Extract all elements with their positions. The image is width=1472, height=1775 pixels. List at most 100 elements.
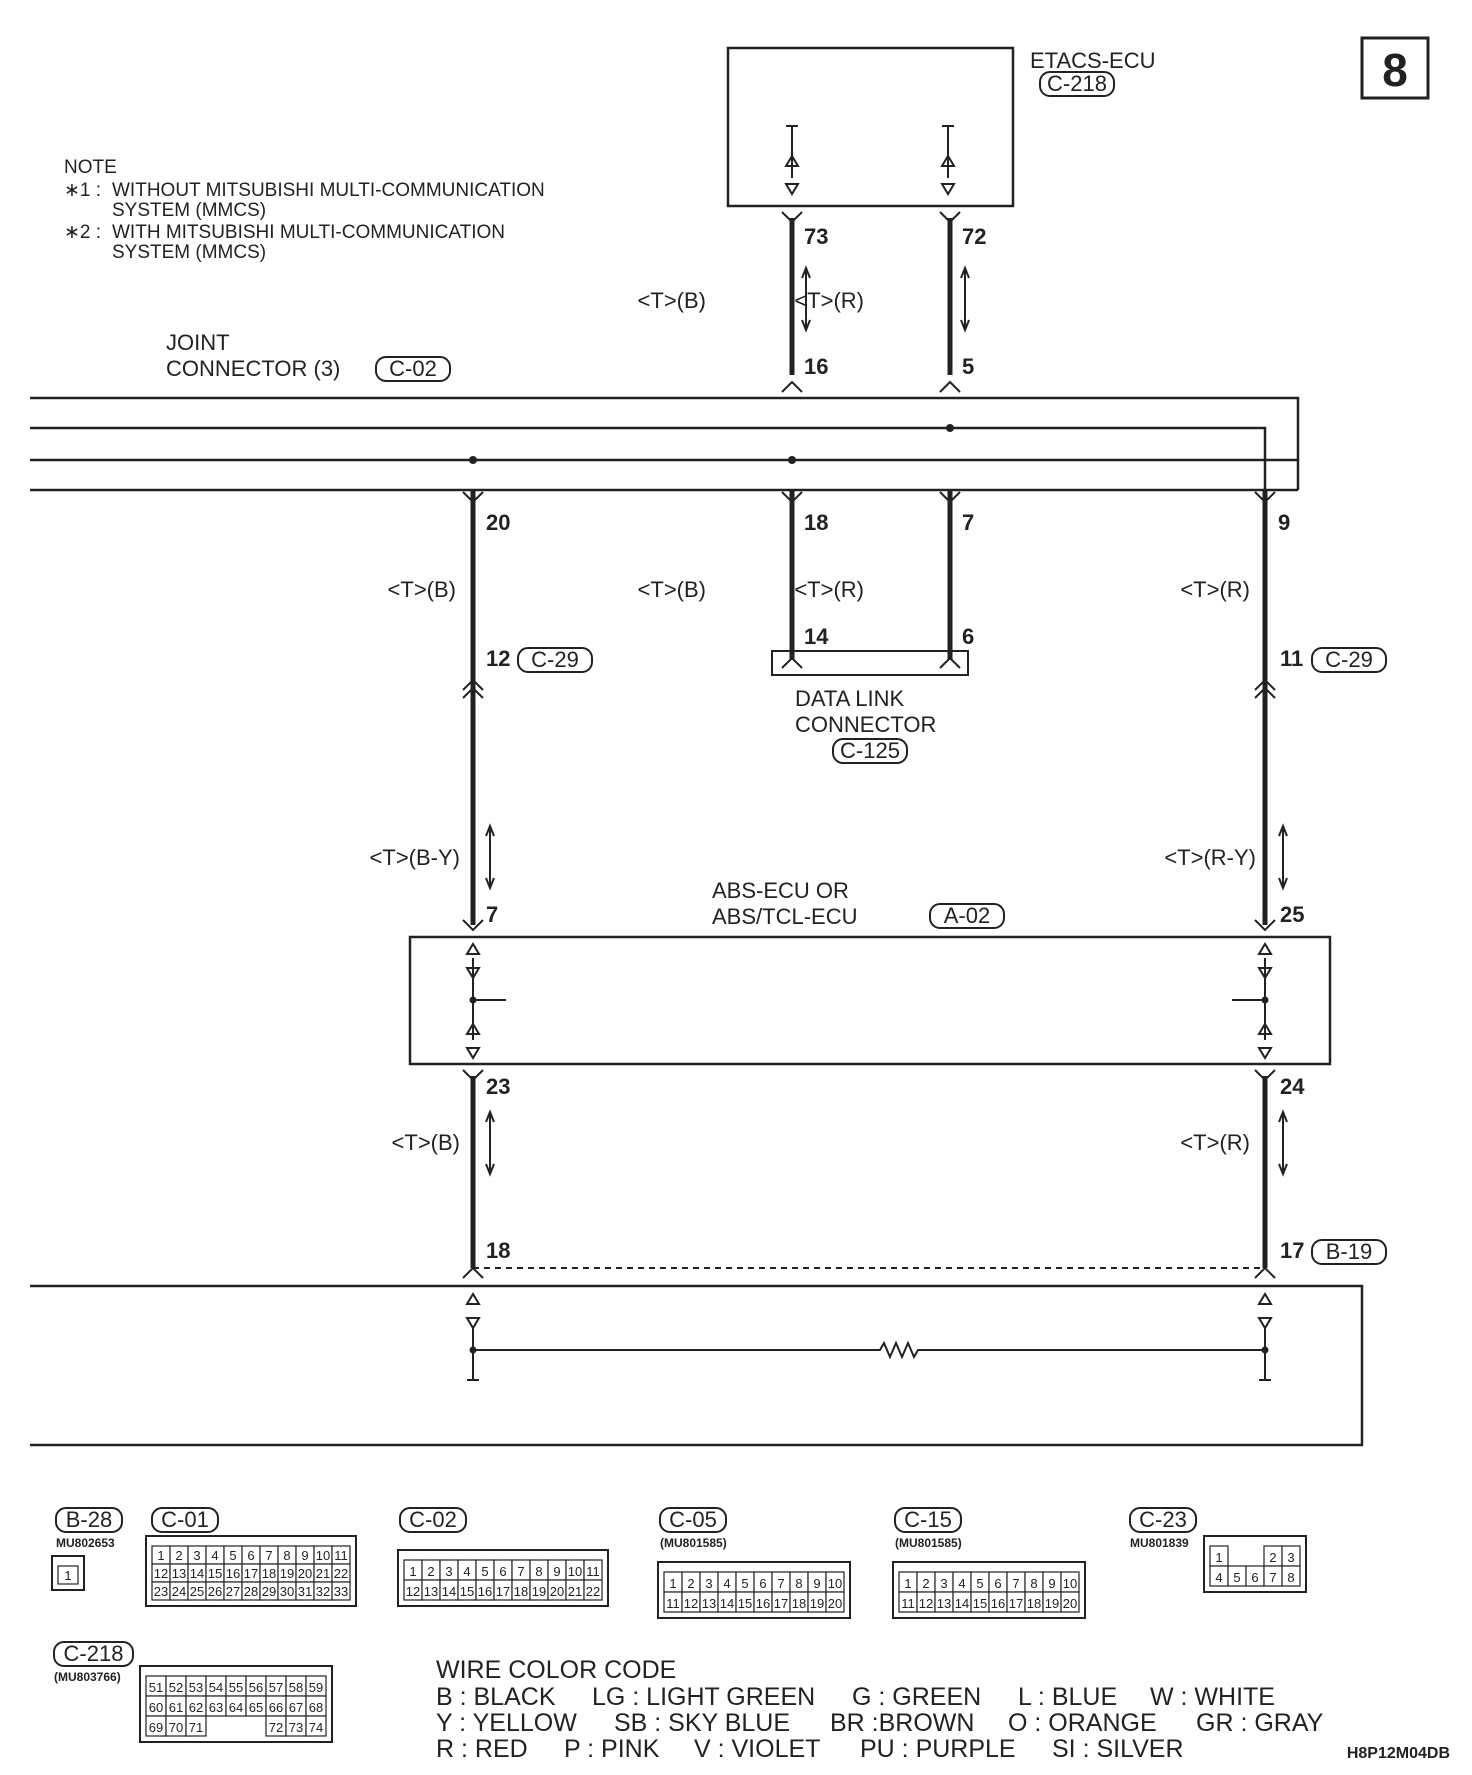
c29-right-frame [1311,647,1387,673]
signal-arrow-left-bottom [485,1109,495,1177]
wcc-0-0: B : BLACK [436,1683,556,1711]
connector-pin-number: 12 [684,1596,698,1611]
connector-pin-number: 5 [481,1564,488,1579]
joint-connector-label-1: JOINT [166,330,230,355]
c29-right-mark [1254,678,1276,699]
connector-pin-number: 15 [460,1584,474,1599]
note-block: NOTE ∗1 : WITHOUT MITSUBISHI MULTI-COMMU… [64,157,545,263]
bottom-component-box [30,1284,1364,1447]
connector-pin-number: 16 [991,1596,1005,1611]
abs-ecu-box [408,935,1332,1066]
joint-connector: JOINT CONNECTOR (3) C-02 [30,330,1300,504]
wire-color-dlc-left: <T>(B) [638,577,706,602]
connector-pin-number: 12 [154,1566,168,1581]
connector-pin-number: 61 [169,1700,183,1715]
connector-pin-number: 7 [517,1564,524,1579]
connector-pin-number: 15 [738,1596,752,1611]
bottom-component [30,1284,1364,1447]
connector-pin-number: 23 [154,1584,168,1599]
pin-73: 73 [804,224,828,249]
pin-11: 11 [1280,646,1303,671]
bottom-internal-lines [467,1328,1271,1381]
connector-pin-number: 4 [723,1576,730,1591]
connector-pin-number: 65 [249,1700,263,1715]
wcc-2-3: PU : PURPLE [860,1735,1016,1763]
connector-pin-number: 19 [280,1566,294,1581]
connector-pin-number: 7 [1269,1570,1276,1585]
connector-pin-number: 13 [937,1596,951,1611]
connector-part-number: MU801839 [1130,1536,1189,1550]
connector-pin-number: 3 [193,1548,200,1563]
connector-pin-number: 6 [994,1576,1001,1591]
connector-housing [397,1549,609,1607]
b19-ref: B-19 [1326,1239,1372,1264]
connector-pin-number: 1 [157,1548,164,1563]
abs-bottom-pin-marks [462,1069,1276,1082]
connector-ref-frame [894,1507,962,1533]
connector-pin-number: 1 [1215,1550,1222,1565]
pin-18-bottom: 18 [486,1238,510,1263]
connector-pin-number: 4 [1215,1570,1222,1585]
connector-pin-number: 17 [774,1596,788,1611]
connector-pin-number: 1 [64,1568,71,1583]
connector-pin-number: 12 [406,1584,420,1599]
note-mark-1: ∗1 : [64,180,101,201]
note-mark-2: ∗2 : [64,222,101,243]
note-heading: NOTE [64,157,117,178]
pin-72: 72 [962,224,986,249]
dlc-label-2: CONNECTOR [795,712,936,737]
resistor-node-left [469,1346,477,1354]
connector-cavity [57,1565,79,1585]
signal-arrow-right-bottom [1278,1109,1288,1177]
joint-ref: C-02 [389,356,437,381]
wcc-0-4: W : WHITE [1150,1683,1275,1711]
connector-pin-number: 3 [705,1576,712,1591]
connector-pin-number: 52 [169,1680,183,1695]
pin-24: 24 [1280,1074,1305,1099]
connector-pin-number: 67 [289,1700,303,1715]
connector-pin-number: 10 [316,1548,330,1563]
note-text-2b: SYSTEM (MMCS) [112,242,266,263]
etacs-ecu: ETACS-ECU C-218 [726,46,1156,208]
pin-18-joint: 18 [804,510,828,535]
connector-ref-frame [55,1507,123,1533]
connector-pin-number: 16 [478,1584,492,1599]
connector-pin-number: 1 [904,1576,911,1591]
page-number-box [1360,36,1430,100]
wire-color-left-lower: <T>(B-Y) [370,845,460,870]
wire-color-left-upper: <T>(B) [388,577,456,602]
abs-right-top-mark [1254,919,1276,932]
connector-part-number: (MU801585) [895,1536,962,1550]
dlc-ref: C-125 [840,738,900,763]
wcc-2-1: P : PINK [564,1735,660,1763]
wire-etacs-to-joint [789,218,953,375]
note-text-1b: SYSTEM (MMCS) [112,200,266,221]
wire-color-right-upper: <T>(R) [1180,577,1250,602]
connector-pin-number: 70 [169,1720,183,1735]
dlc-pin-marks [781,656,961,669]
connector-pin-number: 59 [309,1680,323,1695]
connector-pin-number: 27 [226,1584,240,1599]
wcc-2-2: V : VIOLET [694,1735,820,1763]
joint-bus-lines [30,396,1300,492]
pin-7-joint: 7 [962,510,974,535]
abs-ref: A-02 [944,903,990,928]
connector-housing [892,1561,1086,1619]
abs-ref-frame [929,903,1005,929]
connector-pin-number: 17 [496,1584,510,1599]
etacs-pin-marks [781,211,961,224]
dlc-ref-frame [832,738,908,764]
note-text-1a: WITHOUT MITSUBISHI MULTI-COMMUNICATION [112,180,545,201]
abs-node-left [469,996,477,1004]
connector-pin-number: 22 [586,1584,600,1599]
connector-pin-number: 16 [756,1596,770,1611]
connector-cavity [185,1715,207,1737]
connector-cavity [1060,1591,1080,1613]
connector-pin-number: 73 [289,1720,303,1735]
pin-20: 20 [486,510,510,535]
pin-5: 5 [962,354,974,379]
joint-node-left [469,456,477,464]
connector-ref: C-01 [161,1507,209,1532]
connector-pin-number: 63 [209,1700,223,1715]
